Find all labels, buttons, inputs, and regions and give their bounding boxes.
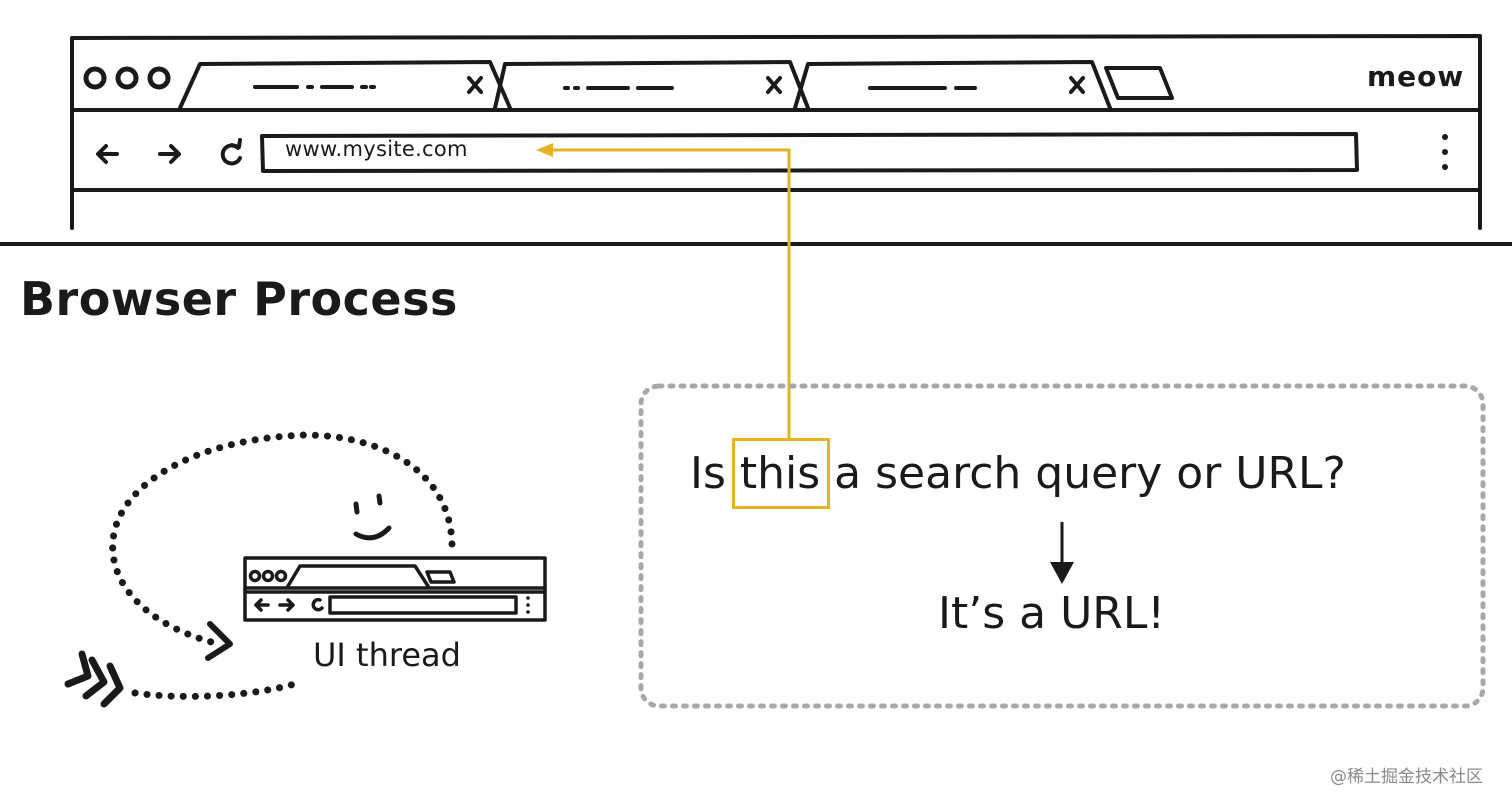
- watermark: @稀土掘金技术社区: [1330, 767, 1483, 787]
- window-controls-icon: [83, 66, 171, 90]
- menu-kebab-icon[interactable]: [1442, 134, 1448, 170]
- browser-tab-3[interactable]: [793, 60, 1112, 110]
- motion-lines-icon: [64, 650, 124, 708]
- new-tab-button[interactable]: [1104, 66, 1174, 100]
- decision-box: [638, 383, 1486, 709]
- question-prefix: Is: [690, 448, 740, 499]
- decision-question: Is this a search query or URL?: [690, 438, 1346, 509]
- decision-answer: It’s a URL!: [938, 588, 1166, 639]
- down-arrow-icon: [1050, 522, 1074, 584]
- loop-arrowhead-icon: [205, 621, 233, 661]
- highlighted-word: this: [731, 438, 831, 509]
- thread-label: UI thread: [313, 636, 461, 674]
- smile-face-icon: [353, 493, 392, 541]
- browser-tab-2[interactable]: [493, 60, 810, 110]
- back-icon[interactable]: [96, 144, 119, 164]
- address-bar-url[interactable]: www.mysite.com: [285, 137, 468, 161]
- address-bar[interactable]: [260, 132, 1359, 173]
- browser-tab-1[interactable]: [178, 60, 512, 110]
- question-suffix: a search query or URL?: [820, 448, 1346, 499]
- close-icon[interactable]: [766, 76, 782, 94]
- section-title: Browser Process: [20, 272, 458, 326]
- highlighted-word-text: this: [739, 448, 821, 499]
- close-icon[interactable]: [467, 76, 483, 94]
- browser-brand-label: meow: [1367, 60, 1465, 93]
- thread-loop-path: [109, 431, 456, 700]
- forward-icon[interactable]: [158, 144, 181, 164]
- reload-icon[interactable]: [220, 138, 242, 166]
- close-icon[interactable]: [1069, 76, 1085, 94]
- browser-window: [70, 34, 1482, 230]
- highlight-connector: [536, 143, 791, 440]
- mini-menu-kebab-icon: [526, 596, 530, 614]
- mini-browser-icon: [243, 556, 547, 622]
